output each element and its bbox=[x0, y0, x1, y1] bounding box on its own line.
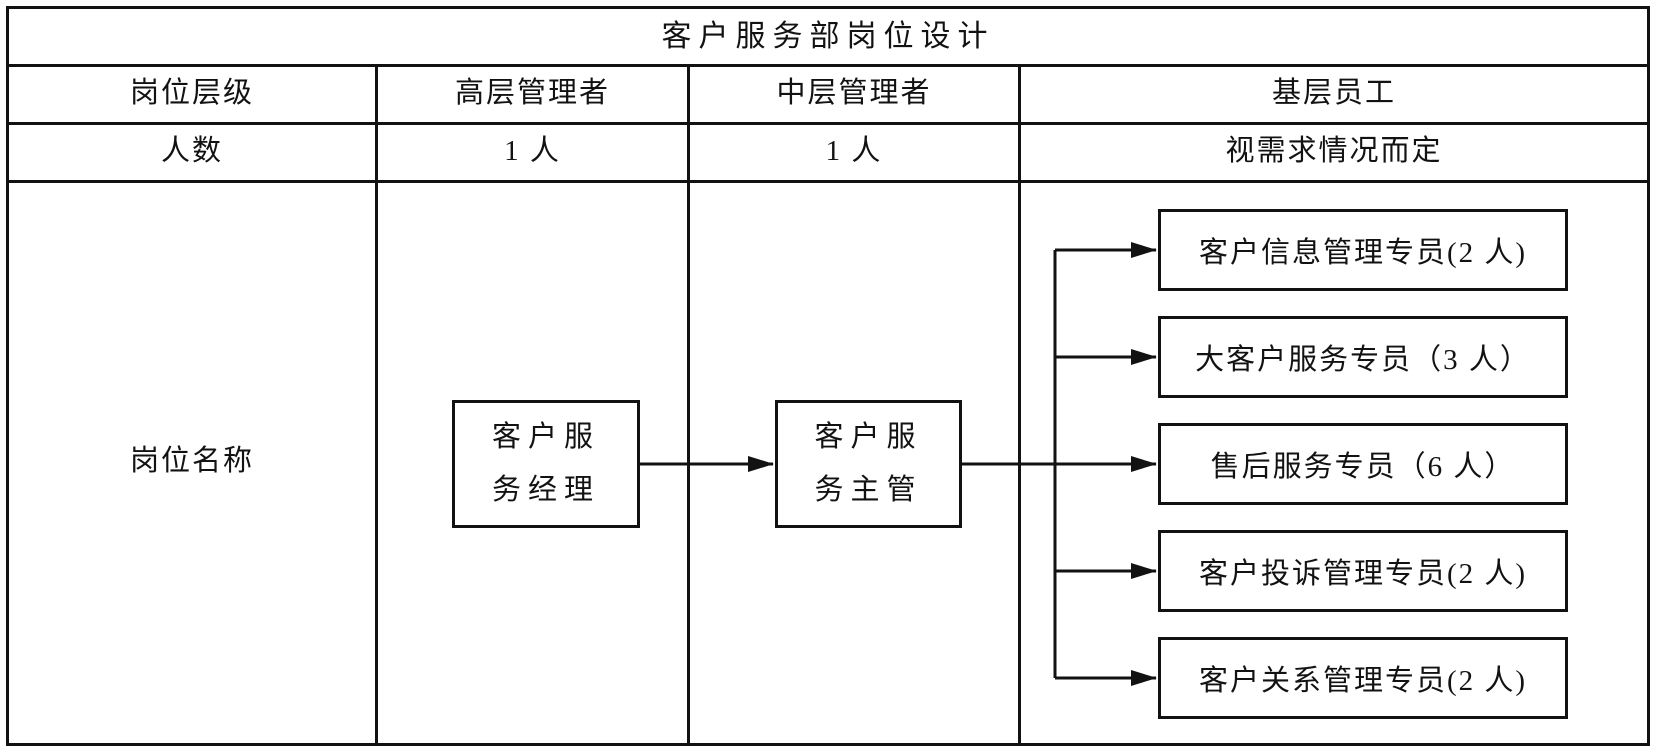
level-middle-manager: 中层管理者 bbox=[776, 76, 932, 109]
name-row-label: 岗位名称 bbox=[129, 445, 254, 477]
node-text-line: 客户服 bbox=[814, 421, 923, 453]
node-customer-service-manager: 客户服 务经理 bbox=[452, 400, 640, 528]
level-row-label: 岗位层级 bbox=[129, 76, 254, 109]
column-divider-2 bbox=[687, 64, 690, 743]
node-customer-service-supervisor: 客户服 务主管 bbox=[775, 400, 962, 528]
node-key-account-specialist: 大客户服务专员（3 人） bbox=[1158, 316, 1568, 398]
row-divider-under-count-row bbox=[9, 180, 1647, 183]
level-senior-manager: 高层管理者 bbox=[454, 76, 610, 109]
level-junior-staff: 基层员工 bbox=[1271, 76, 1396, 109]
column-divider-1 bbox=[375, 64, 378, 743]
row-divider-under-title bbox=[9, 64, 1647, 67]
count-middle: 1 人 bbox=[825, 134, 883, 167]
node-text-line: 客户服 bbox=[491, 421, 600, 453]
node-customer-info-specialist: 客户信息管理专员(2 人) bbox=[1158, 209, 1568, 291]
row-divider-under-level-row bbox=[9, 122, 1647, 125]
table-title: 客户服务部岗位设计 bbox=[661, 19, 995, 53]
position-design-table: 客户服务部岗位设计 岗位层级 高层管理者 中层管理者 基层员工 人数 1 人 1… bbox=[6, 6, 1650, 746]
column-divider-3 bbox=[1018, 64, 1021, 743]
count-row-label: 人数 bbox=[160, 134, 223, 167]
count-senior: 1 人 bbox=[504, 134, 561, 167]
node-customer-relation-specialist: 客户关系管理专员(2 人) bbox=[1158, 637, 1568, 719]
node-text-line: 务经理 bbox=[491, 474, 600, 506]
node-complaint-mgmt-specialist: 客户投诉管理专员(2 人) bbox=[1158, 530, 1568, 612]
node-text-line: 务主管 bbox=[814, 474, 923, 506]
org-chart-connectors bbox=[640, 242, 1157, 686]
count-junior: 视需求情况而定 bbox=[1225, 134, 1443, 167]
node-after-sales-specialist: 售后服务专员（6 人） bbox=[1158, 423, 1568, 505]
